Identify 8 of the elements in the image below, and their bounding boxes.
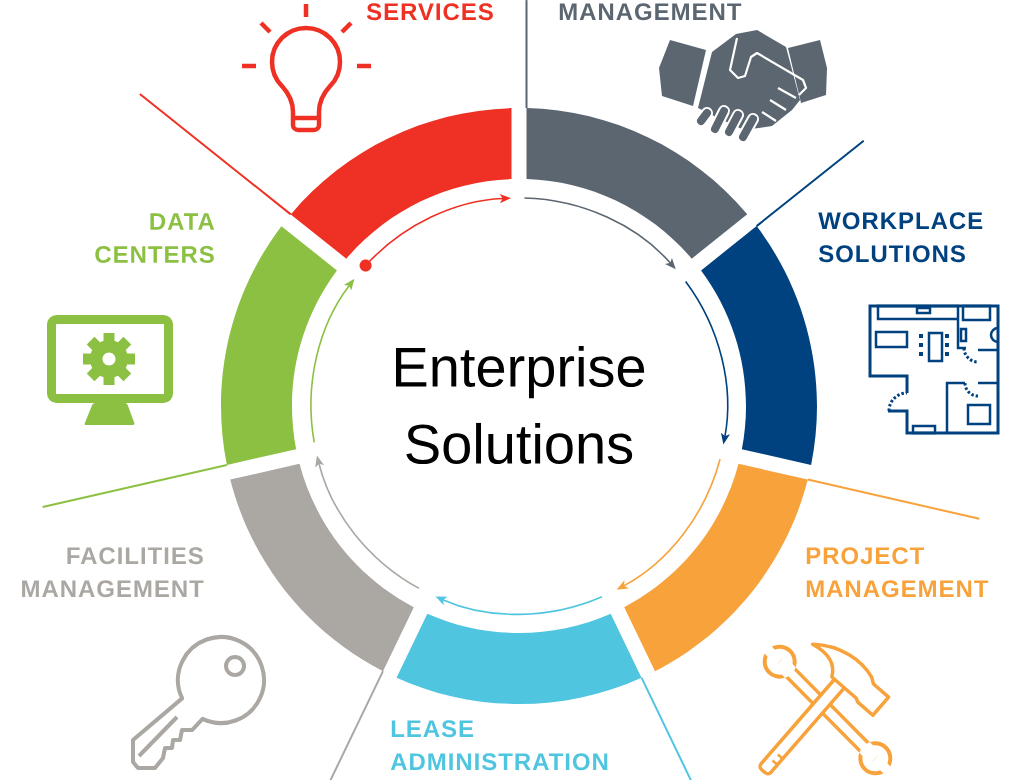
segment-label: LEASE ADMINISTRATION	[390, 720, 608, 771]
segment-label: WORKPLACE SOLUTIONS	[818, 212, 983, 263]
segment-label: PROJECT MANAGEMENT	[806, 547, 989, 598]
segment-label: MANAGEMENT	[559, 3, 742, 21]
segment-label: FACILITIES MANAGEMENT	[22, 547, 204, 598]
segment-label: SERVICES	[366, 3, 493, 21]
segment-label: DATA CENTERS	[95, 213, 215, 263]
center-text: Enterprise Solutions	[396, 345, 645, 465]
